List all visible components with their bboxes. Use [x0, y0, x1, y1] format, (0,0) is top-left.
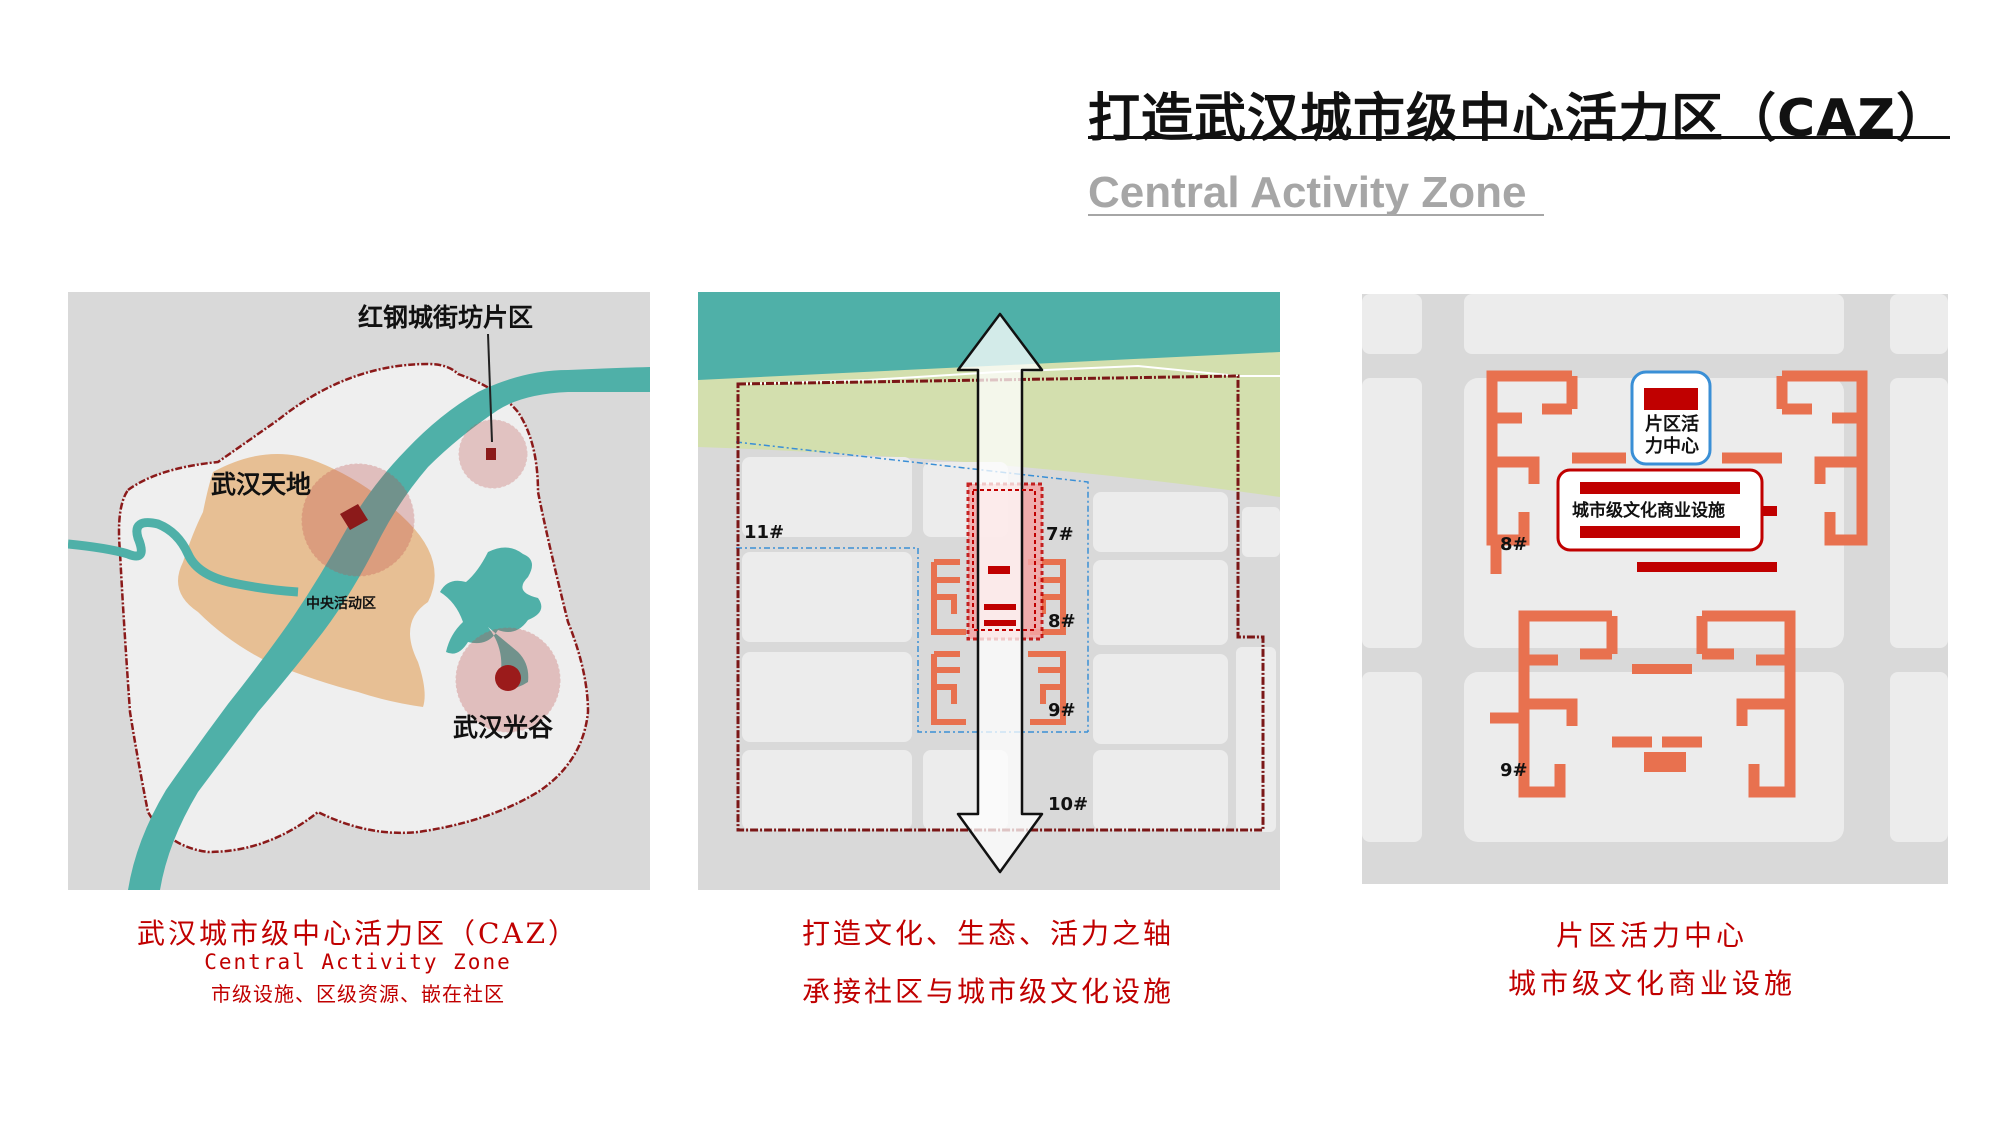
plot-11-label: 11#: [744, 522, 784, 543]
district-center-label-2: 力中心: [1645, 435, 1699, 457]
building-9: [1490, 610, 1796, 798]
panel-axis-diagram: 11# 7# 8# 9# 10#: [698, 292, 1280, 890]
plot-10-label: 10#: [1048, 794, 1088, 815]
building-8: [1486, 370, 1868, 574]
caption-axis-line1: 打造文化、生态、活力之轴: [801, 917, 1174, 950]
yangtze-river: [128, 367, 650, 890]
site-boundary: [736, 374, 1265, 832]
panel-building-detail: 片区活 力中心 城市级文化商业设施 8# 9#: [1362, 294, 1948, 884]
city-facility-label: 城市级文化商业设施: [1572, 500, 1725, 521]
page-title: 打造武汉城市级中心活力区（CAZ）: [1088, 89, 1950, 149]
page-subtitle: Central Activity Zone: [1088, 168, 1527, 217]
building-detail-diagram: 片区活 力中心 城市级文化商业设施 8# 9#: [1362, 294, 1948, 884]
plot-9-label-detail: 9#: [1500, 760, 1528, 781]
plot-7-label: 7#: [1046, 524, 1074, 545]
district-center-mark: [1644, 388, 1698, 410]
subtitle-underline: [1088, 214, 1544, 216]
label-center: 中央活动区: [306, 595, 376, 612]
label-hongang: 红钢城街坊片区: [358, 303, 533, 332]
axis-mark-3: [984, 620, 1016, 626]
caption-axis-line2: 承接社区与城市级文化设施: [801, 975, 1174, 1008]
axis-mark-2: [984, 604, 1016, 610]
city-map-diagram: 红钢城街坊片区 武汉天地 中央活动区 武汉光谷: [68, 292, 650, 890]
axis-diagram: 11# 7# 8# 9# 10#: [698, 292, 1280, 890]
plot-8-label: 8#: [1048, 611, 1076, 632]
caption-detail-line1: 片区活力中心: [1555, 919, 1748, 952]
label-guanggu: 武汉光谷: [453, 713, 554, 742]
panel-city-map: 红钢城街坊片区 武汉天地 中央活动区 武汉光谷: [68, 292, 650, 890]
plot-11-outline: [735, 441, 1089, 732]
tiandi-marker: [340, 504, 368, 530]
hongang-marker: [486, 448, 496, 460]
title-underline: [1088, 136, 1950, 139]
caption-city-en: Central Activity Zone: [204, 950, 512, 974]
caption-city-desc: 市级设施、区级资源、嵌在社区: [211, 982, 505, 1006]
label-tiandi: 武汉天地: [211, 470, 311, 499]
plot-8-label-detail: 8#: [1500, 534, 1528, 555]
tributary: [68, 518, 299, 597]
caption-detail-line2: 城市级文化商业设施: [1507, 967, 1796, 1000]
axis-mark-1: [988, 566, 1010, 574]
district-center-label-1: 片区活: [1645, 413, 1699, 435]
plot-9-label: 9#: [1048, 700, 1076, 721]
axis-arrow: [956, 312, 1044, 874]
guanggu-marker: [495, 665, 521, 691]
building-9-group: [931, 651, 1066, 725]
lake: [440, 547, 542, 689]
caption-city-title: 武汉城市级中心活力区（CAZ）: [136, 917, 580, 950]
